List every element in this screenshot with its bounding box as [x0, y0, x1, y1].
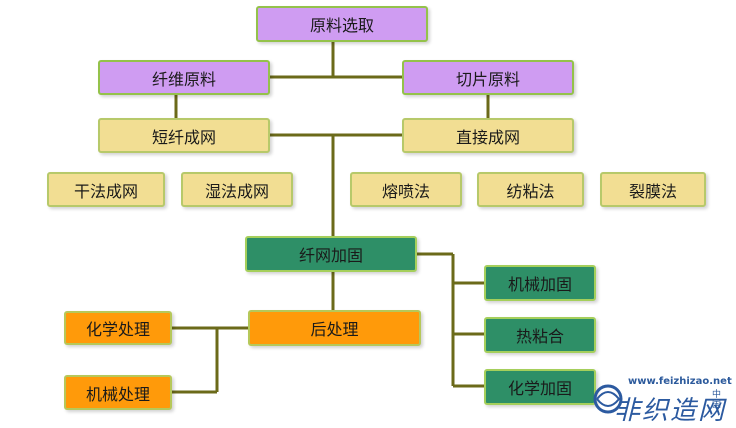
node-mechanical-bonding: 机械加固	[484, 265, 596, 301]
node-spunbond: 纺粘法	[477, 172, 584, 207]
node-raw-material-selection: 原料选取	[256, 6, 428, 42]
node-dry-laid: 干法成网	[47, 172, 165, 207]
watermark-name: 非织造网	[614, 396, 727, 426]
node-chemical-bonding: 化学加固	[484, 369, 596, 405]
node-film-split: 裂膜法	[600, 172, 706, 207]
node-chemical-treatment: 化学处理	[64, 311, 172, 345]
node-slice-material: 切片原料	[402, 60, 574, 95]
watermark-emblem-icon	[593, 384, 623, 414]
node-fiber-bonding: 纤网加固	[245, 236, 417, 272]
node-thermal-bonding: 热粘合	[484, 317, 596, 353]
watermark-url: www.feizhizao.net	[628, 376, 732, 387]
node-post-treatment: 后处理	[248, 310, 421, 346]
node-fiber-material: 纤维原料	[98, 60, 270, 95]
node-direct-web: 直接成网	[402, 118, 574, 153]
node-mechanical-treatment: 机械处理	[64, 375, 172, 410]
watermark-side-text: 中国	[712, 390, 722, 410]
node-meltblown: 熔喷法	[350, 172, 462, 207]
node-short-fiber-web: 短纤成网	[98, 118, 270, 153]
node-wet-laid: 湿法成网	[181, 172, 293, 207]
watermark-logo: www.feizhizao.net 非织造网 中国	[588, 370, 736, 428]
